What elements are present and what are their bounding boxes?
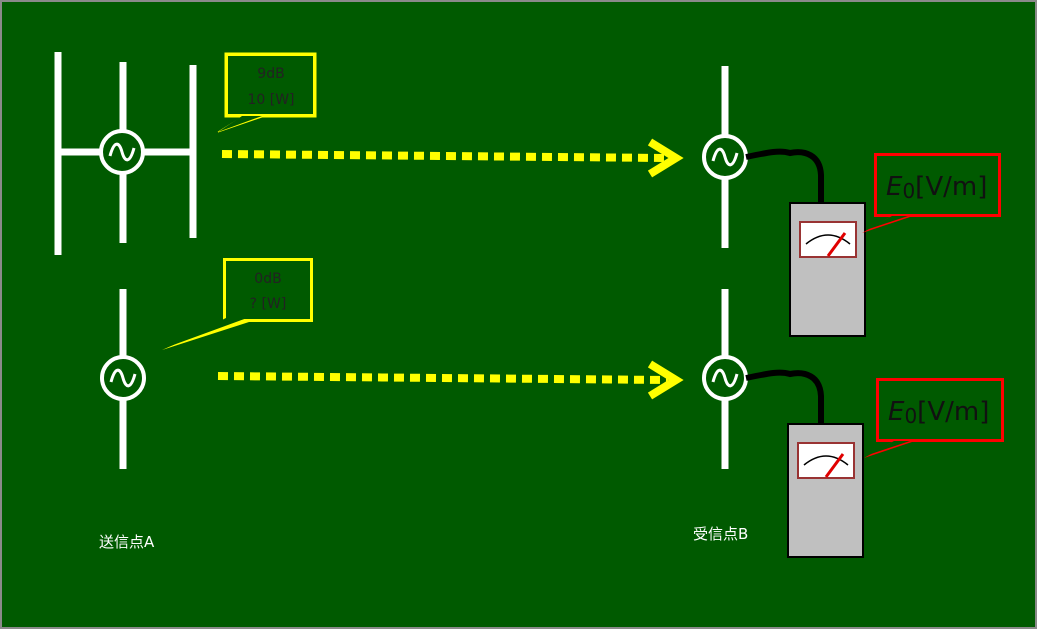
callout-bottom-transmit — [162, 258, 313, 350]
ac-source-icon — [702, 134, 748, 180]
dotted-arrow-icon — [221, 138, 684, 178]
callout-gain-top: 9dB — [257, 66, 284, 82]
receive-point-label: 受信点B — [693, 525, 748, 543]
ac-source-icon — [100, 355, 146, 401]
field-meter-icon — [787, 423, 864, 558]
callout-field-top — [862, 153, 1001, 233]
callout-power-top: 10 [W] — [247, 92, 294, 108]
ac-source-icon — [99, 129, 145, 175]
ac-source-icon — [702, 355, 748, 401]
callout-field-bottom — [864, 378, 1004, 458]
callout-power-bottom: ? [W] — [250, 296, 287, 312]
cable-bottom — [745, 369, 824, 426]
transmit-point-label: 送信点A — [99, 533, 155, 551]
field-label-top: E0[V/m] — [886, 172, 987, 203]
cable-top — [745, 148, 824, 205]
callout-gain-bottom: 0dB — [254, 271, 281, 287]
dotted-arrow-icon — [217, 360, 684, 400]
callout-top-transmit — [217, 52, 317, 133]
field-meter-icon — [789, 202, 866, 337]
field-label-bottom: E0[V/m] — [888, 397, 989, 428]
